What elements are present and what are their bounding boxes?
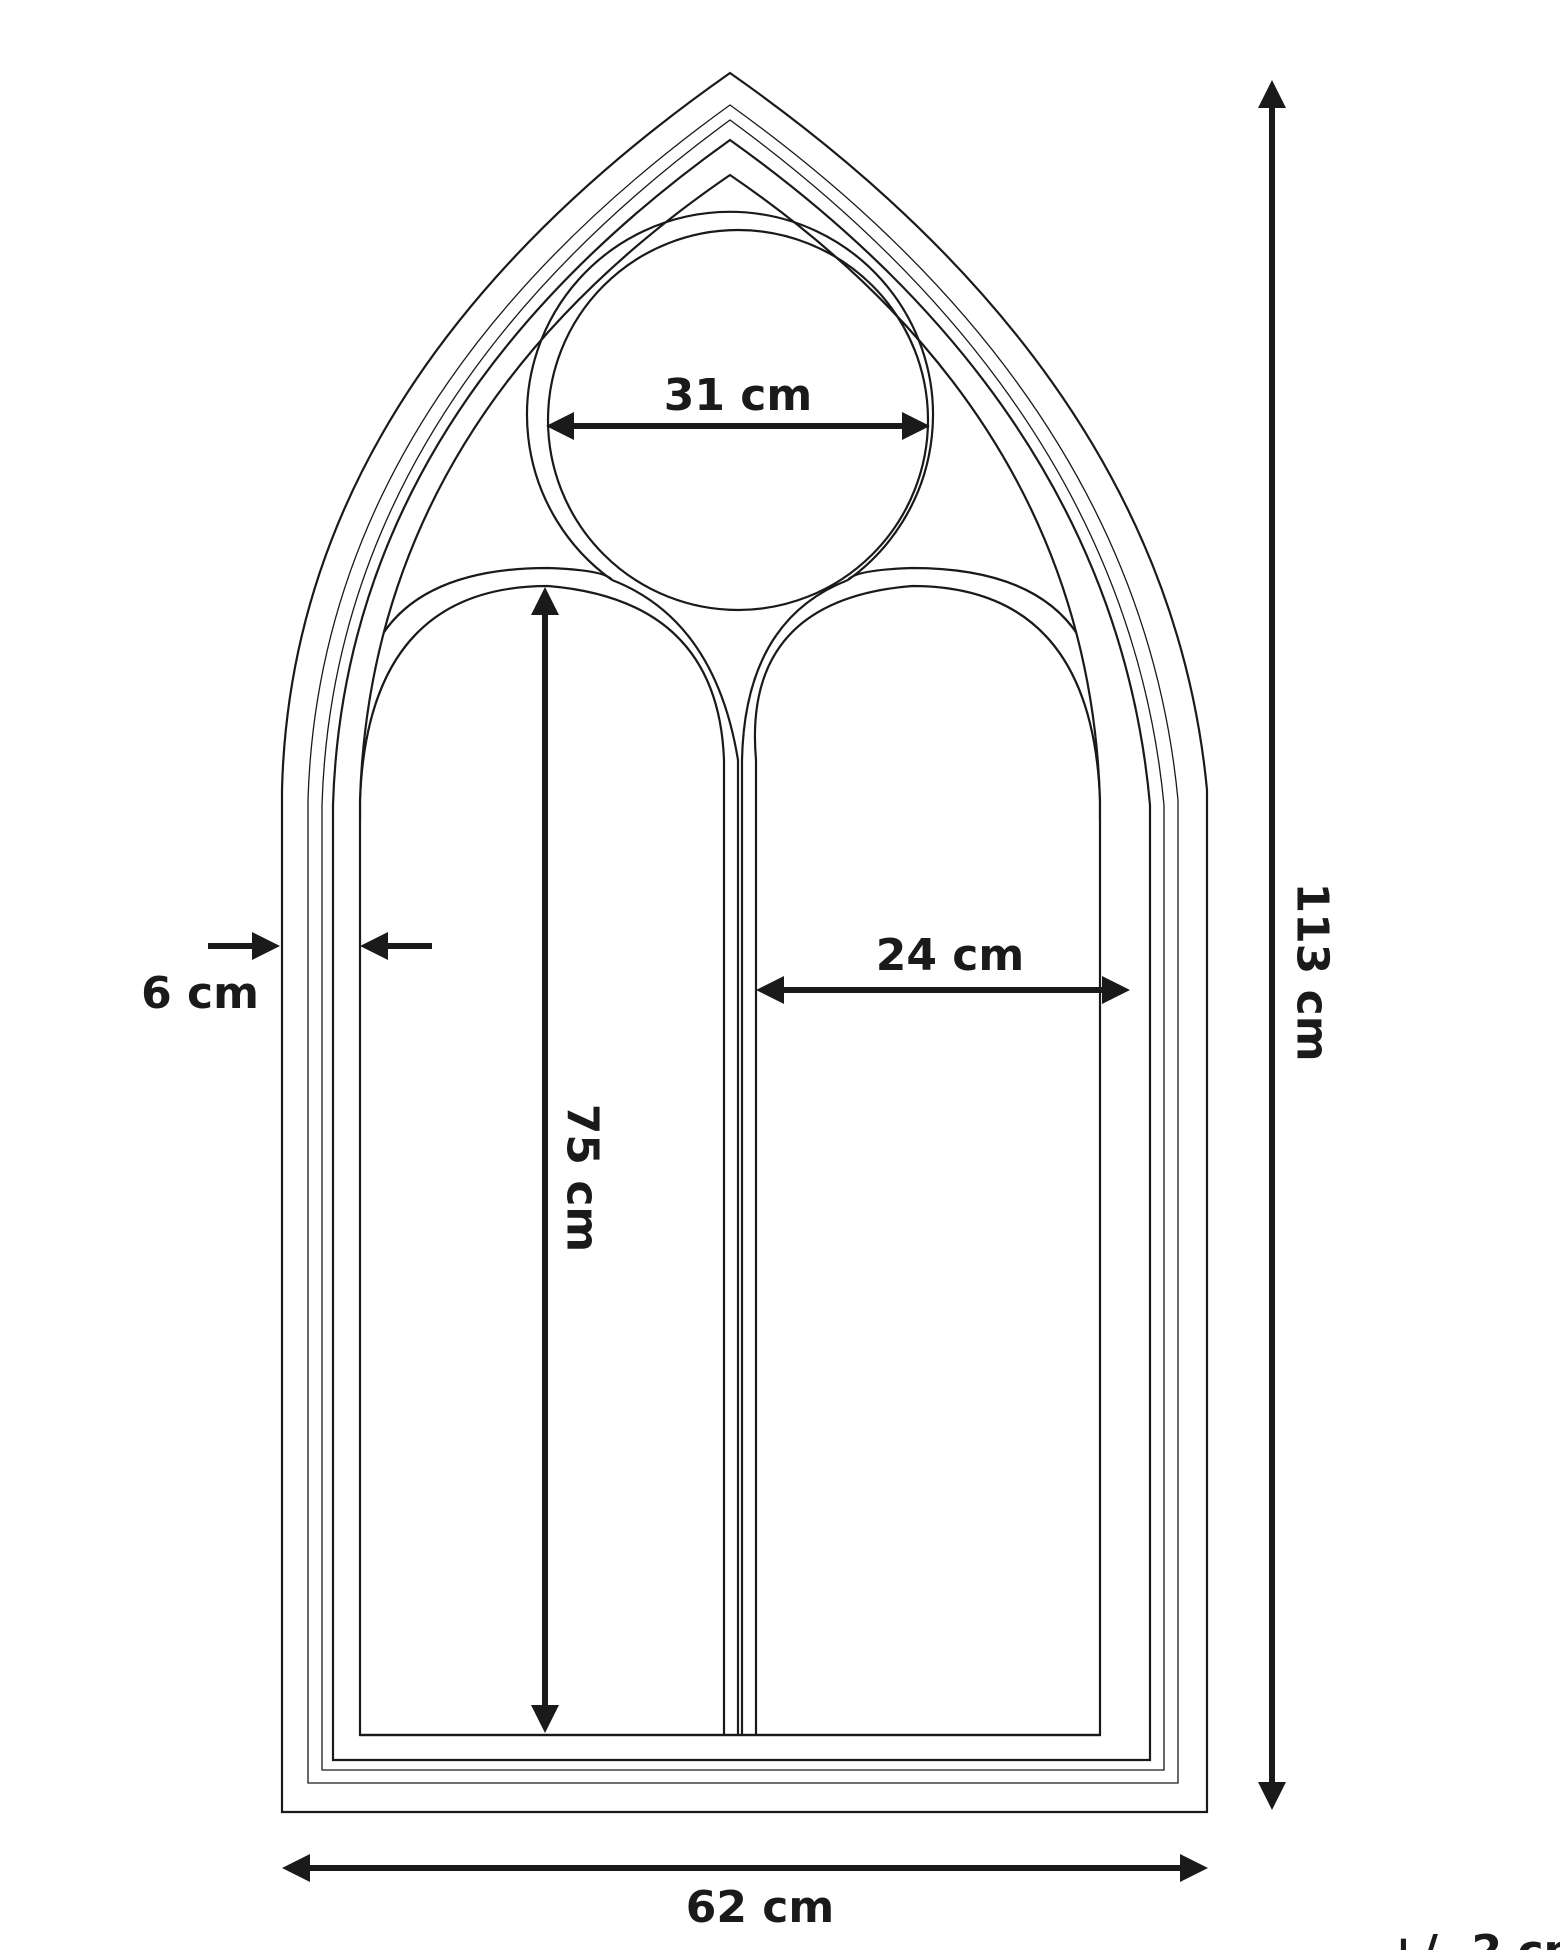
dim-frame-width-arrow-right	[360, 932, 388, 960]
dim-frame-width-arrow-left	[252, 932, 280, 960]
dim-panel-height-label: 75 cm	[557, 1104, 608, 1252]
dim-total-height-label: 113 cm	[1287, 882, 1338, 1061]
right-arch-outer-down	[740, 578, 849, 1735]
dim-total-height-arrow-top	[1258, 80, 1286, 108]
frame-bevel-line-2	[321, 119, 1165, 1771]
dim-circle-diameter-arrow-left	[546, 412, 574, 440]
dim-total-width-arrow-left	[282, 1854, 310, 1882]
right-arch-inner	[753, 584, 1100, 1735]
dim-total-height: 113 cm	[1258, 80, 1338, 1810]
dim-panel-width-arrow-right	[1102, 976, 1130, 1004]
dim-panel-width-arrow-left	[756, 976, 784, 1004]
frame-inner-edge	[358, 173, 1102, 1737]
dim-frame-width-label: 6 cm	[141, 968, 259, 1019]
dim-panel-height-arrow-bottom	[531, 1705, 559, 1733]
dim-total-width-label: 62 cm	[686, 1882, 834, 1933]
dim-frame-width: 6 cm	[141, 932, 432, 1019]
dim-circle-diameter-arrow-right	[902, 412, 930, 440]
dim-panel-height-arrow-top	[531, 587, 559, 615]
dim-panel-height: 75 cm	[531, 587, 608, 1733]
dim-total-width-arrow-right	[1180, 1854, 1208, 1882]
frame-outer-outline	[280, 71, 1209, 1814]
circle-outer	[525, 210, 935, 581]
dim-circle-diameter: 31 cm	[546, 370, 930, 440]
dim-total-width: 62 cm	[282, 1854, 1208, 1933]
left-arch-inner	[360, 584, 726, 1735]
left-arch-outer-down	[611, 578, 740, 1735]
dim-circle-diameter-label: 31 cm	[664, 370, 812, 421]
frame-bevel-line-3	[331, 138, 1152, 1762]
tolerance-note: +/- 2 cm	[1385, 1926, 1560, 1950]
circle-inner	[546, 228, 930, 612]
tracery	[360, 566, 1100, 1735]
dim-panel-width: 24 cm	[756, 930, 1130, 1004]
dim-total-height-arrow-bottom	[1258, 1782, 1286, 1810]
frame-bevel-line-1	[307, 104, 1179, 1784]
dim-panel-width-label: 24 cm	[876, 930, 1024, 981]
